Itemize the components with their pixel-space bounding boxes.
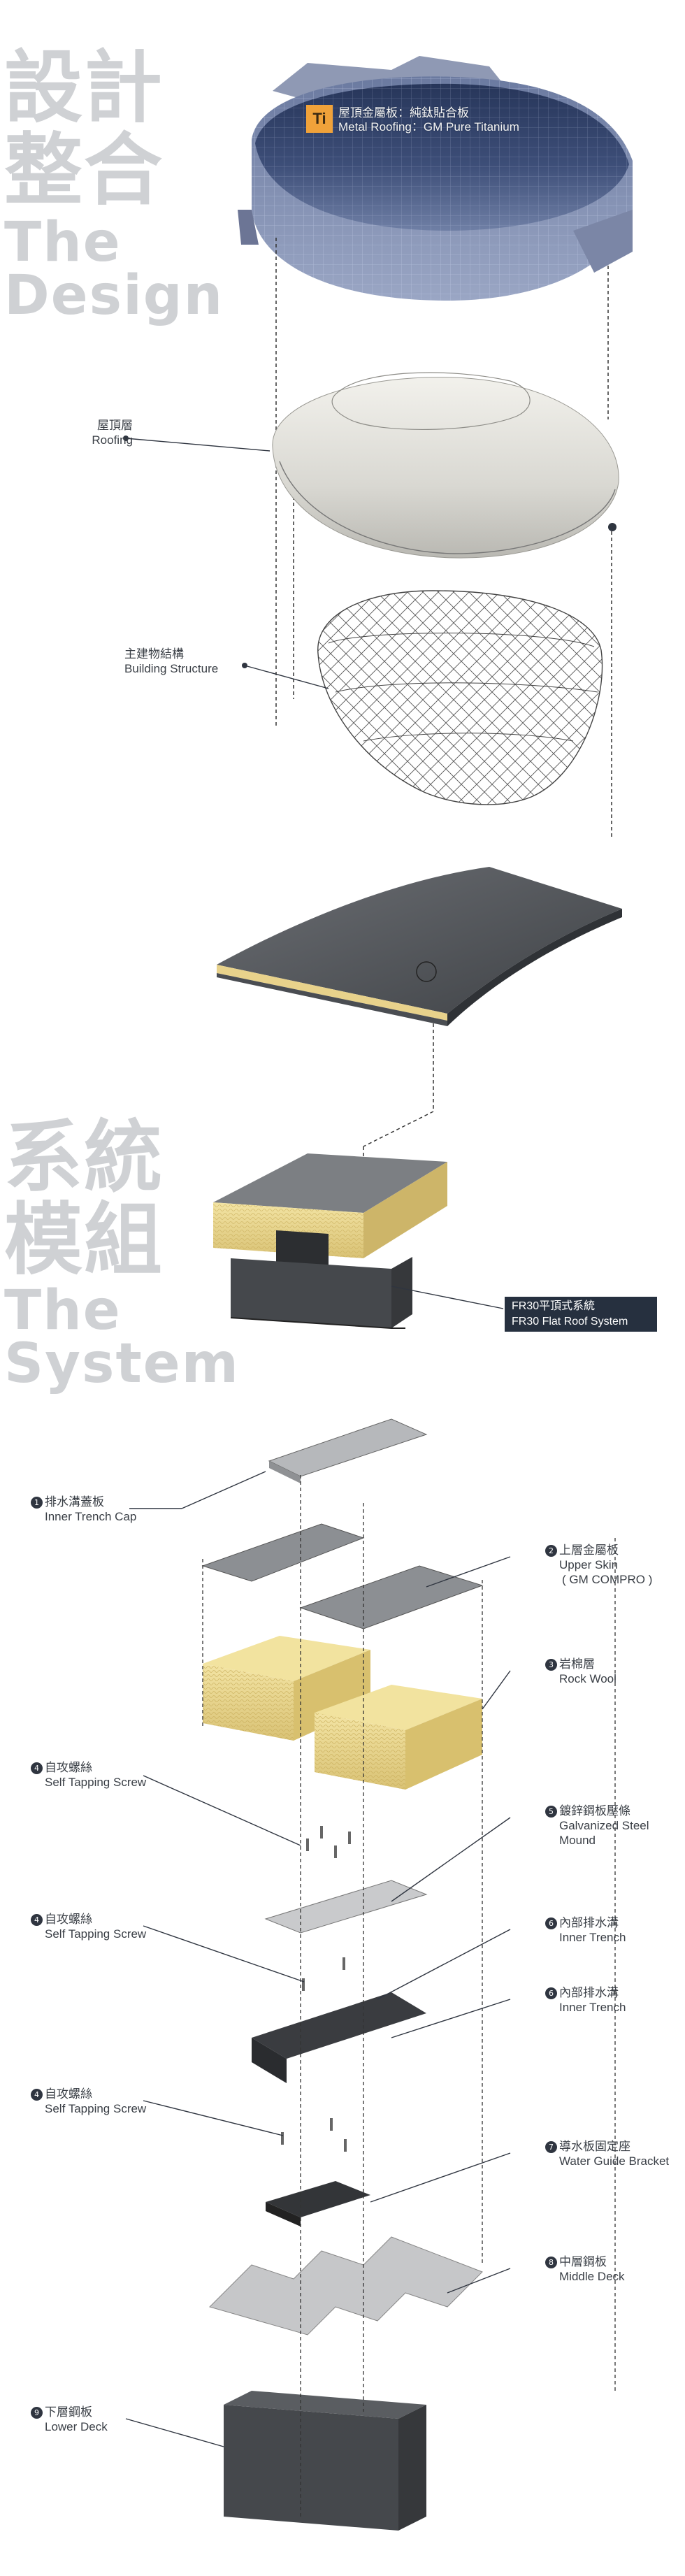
screws (281, 1826, 351, 2152)
dome-illustration (238, 56, 633, 301)
part-label-cn: 排水溝蓋板 (45, 1495, 104, 1509)
part-number-badge: 4 (31, 2089, 43, 2101)
part-label-en: Inner Trench (559, 2001, 626, 2014)
leader-lines (125, 438, 511, 2447)
design-title-cn-2: 整合 (4, 125, 164, 216)
titanium-label-en: Metal Roofing：GM Pure Titanium (338, 120, 519, 134)
system-title-en-1: The (4, 1279, 122, 1342)
part-label-cn: 下層鋼板 (45, 2405, 92, 2419)
titanium-label: 屋頂金屬板：純鈦貼合板 Metal Roofing：GM Pure Titani… (338, 106, 519, 134)
titanium-label-cn: 屋頂金屬板：純鈦貼合板 (338, 106, 469, 120)
part-rock-wool (203, 1636, 482, 1790)
structure-label: 主建物結構 Building Structure (124, 647, 218, 676)
part-label-en: Self Tapping Screw (45, 1927, 147, 1941)
titanium-badge: Ti (306, 105, 333, 133)
part-number-badge: 6 (545, 1987, 557, 1999)
part-label-cn: 內部排水溝 (559, 1916, 619, 1929)
roofing-label-en: Roofing (92, 433, 133, 447)
fr30-label: FR30平頂式系統 FR30 Flat Roof System (505, 1297, 657, 1332)
fr30-label-cn: FR30平頂式系統 (512, 1300, 596, 1312)
part-label-en: Inner Trench Cap (45, 1510, 137, 1523)
part-number-badge: 4 (31, 1762, 43, 1774)
system-title-en-2: System (4, 1332, 240, 1395)
part-label-en: Middle Deck (559, 2270, 625, 2283)
part-number-badge: 3 (545, 1659, 557, 1671)
system-title-cn-2: 模組 (4, 1195, 164, 1286)
part-label-cn: 自攻螺絲 (45, 1761, 92, 1774)
part-label-cn: 中層鋼板 (559, 2255, 607, 2268)
part-label-en: Self Tapping Screw (45, 2102, 147, 2115)
part-upper-skin (201, 1523, 484, 1629)
part-middle-deck (209, 2236, 483, 2336)
fr30-label-en: FR30 Flat Roof System (512, 1316, 628, 1327)
roofing-label-cn: 屋頂層 (97, 419, 133, 432)
part-number-badge: 5 (545, 1806, 557, 1818)
part-label-en: Upper Skin (559, 1558, 619, 1571)
part-label-cn: 內部排水溝 (559, 1986, 619, 1999)
part-label-cn: 導水板固定座 (559, 2140, 630, 2153)
design-title-en-2: Design (4, 264, 224, 327)
fr30-assembly (213, 1153, 447, 1329)
part-label-en2: ( GM COMPRO ) (562, 1573, 653, 1586)
design-title-cn-1: 設計 (4, 43, 164, 134)
part-number-badge: 9 (31, 2407, 43, 2419)
part-number-badge: 2 (545, 1545, 557, 1557)
part-number-badge: 7 (545, 2141, 557, 2153)
structure-label-en: Building Structure (124, 662, 219, 675)
part-label-cn: 自攻螺絲 (45, 2087, 92, 2101)
design-title-en-1: The (4, 211, 122, 274)
part-label-en: Galvanized Steel (559, 1819, 649, 1832)
part-galvanized-mound (264, 1880, 428, 1934)
part-number-badge: 1 (31, 1497, 43, 1509)
part-number-badge: 6 (545, 1917, 557, 1929)
system-title-cn-1: 系統 (4, 1112, 164, 1203)
part-label-cn: 上層金屬板 (559, 1544, 619, 1557)
part-lower-deck (224, 2391, 426, 2531)
part-label-cn: 自攻螺絲 (45, 1913, 92, 1926)
part-label-en: Self Tapping Screw (45, 1776, 147, 1789)
part-number-badge: 4 (31, 1914, 43, 1926)
curved-roof-section (217, 867, 622, 1026)
part-label-en: Lower Deck (45, 2420, 108, 2433)
part-label-en2: Mound (559, 1834, 596, 1847)
titanium-callout: Ti 屋頂金屬板：純鈦貼合板 Metal Roofing：GM Pure Tit… (306, 105, 558, 137)
part-trench-cap (268, 1418, 428, 1483)
part-label-en: Water Guide Bracket (559, 2154, 670, 2168)
roofing-shell (272, 372, 619, 559)
part-label-cn: 鍍鋅鋼板壓條 (559, 1804, 630, 1818)
part-water-guide-bracket (266, 2181, 370, 2226)
part-inner-trench (252, 1992, 426, 2083)
part-label-cn: 岩棉層 (559, 1657, 595, 1671)
roofing-label: 屋頂層 Roofing (92, 418, 133, 447)
building-structure (317, 590, 603, 805)
part-label-en: Inner Trench (559, 1931, 626, 1944)
structure-label-cn: 主建物結構 (124, 647, 184, 661)
part-label-en: Rock Wool (559, 1672, 616, 1685)
part-number-badge: 8 (545, 2257, 557, 2268)
